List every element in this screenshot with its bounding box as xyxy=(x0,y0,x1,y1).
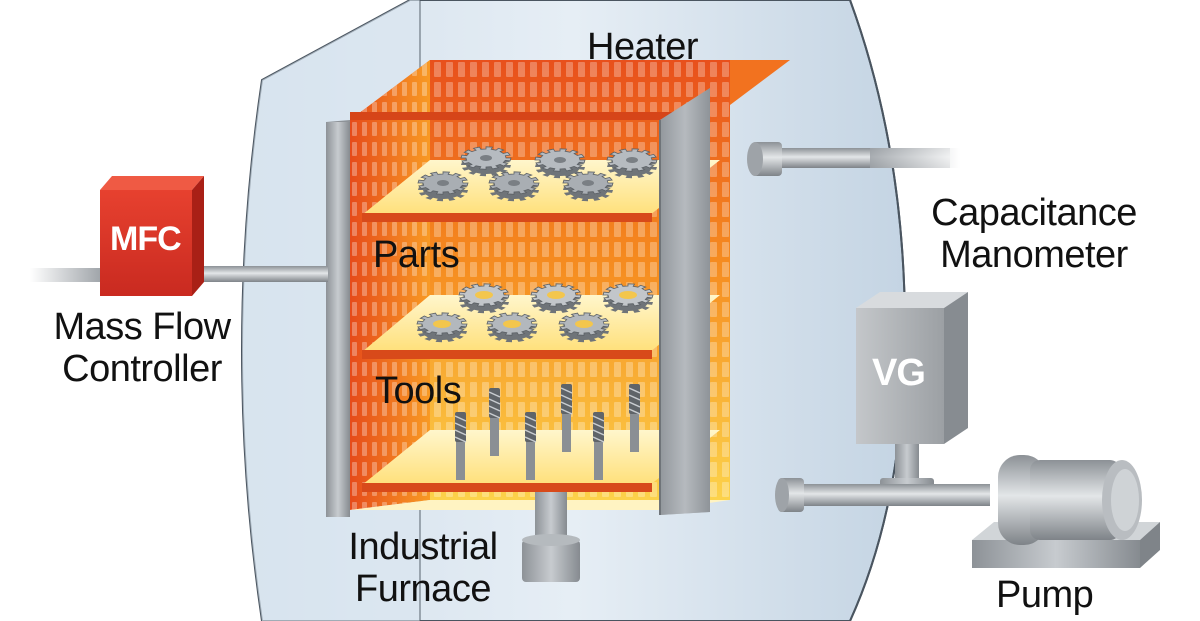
gear-hole xyxy=(547,291,565,299)
gear-hole xyxy=(626,157,638,163)
tool-flute-groove xyxy=(524,415,537,422)
tool-flute-groove xyxy=(592,436,605,443)
mfc-device xyxy=(100,176,204,296)
tool-bits xyxy=(454,384,641,480)
heater-label: Heater xyxy=(587,26,699,68)
tool-flute-groove xyxy=(488,412,501,419)
gear-hole xyxy=(575,320,593,328)
tool-shank xyxy=(594,440,603,480)
vacuum-gauge-device xyxy=(856,292,968,492)
capacitance-manometer-label-line1: Capacitance xyxy=(931,192,1137,234)
mass-flow-controller-label: Mass Flow Controller xyxy=(36,306,248,390)
gear-hole xyxy=(508,180,520,186)
gear-hole xyxy=(503,320,521,328)
tool-flute-groove xyxy=(454,436,467,443)
tool-flute-groove xyxy=(628,387,641,394)
tool-shank xyxy=(526,440,535,480)
tool-flute-groove xyxy=(560,401,573,408)
tool-flute-groove xyxy=(592,422,605,429)
industrial-furnace-label-line1: Industrial xyxy=(348,526,498,568)
tool-shank xyxy=(490,416,499,456)
tool-flute-groove xyxy=(488,391,501,398)
furnace-frame-right xyxy=(659,88,710,515)
furnace-support xyxy=(522,492,580,582)
tool-flute-groove xyxy=(454,429,467,436)
gear-hole xyxy=(554,157,566,163)
gear-parts xyxy=(416,146,658,343)
parts-label: Parts xyxy=(373,234,460,276)
tool-flute-groove xyxy=(560,387,573,394)
tool-flute-groove xyxy=(524,436,537,443)
mfc-label: MFC xyxy=(110,220,182,258)
industrial-furnace-label-line2: Furnace xyxy=(355,568,491,610)
gas-pipe xyxy=(30,266,328,282)
pump-label: Pump xyxy=(996,574,1094,616)
tool-flute-groove xyxy=(628,394,641,401)
tool-flute-groove xyxy=(592,429,605,436)
vg-label: VG xyxy=(872,352,926,394)
tool-shank xyxy=(562,412,571,452)
tool-shank xyxy=(630,412,639,452)
tool-flute-groove xyxy=(592,415,605,422)
tool-flute-groove xyxy=(560,408,573,415)
gear-hole xyxy=(433,320,451,328)
tool-flute-groove xyxy=(524,422,537,429)
tool-flute-groove xyxy=(488,398,501,405)
pump-pipe xyxy=(775,478,990,512)
tool-flute-groove xyxy=(454,422,467,429)
capacitance-manometer-label-line2: Manometer xyxy=(940,234,1128,276)
tool-flute-groove xyxy=(628,408,641,415)
tools-label: Tools xyxy=(375,370,462,412)
mass-flow-controller-label-line2: Controller xyxy=(62,348,222,390)
capacitance-manometer-label: Capacitance Manometer xyxy=(888,192,1180,276)
gear-hole xyxy=(619,291,637,299)
tool-flute-groove xyxy=(560,394,573,401)
tool-flute-groove xyxy=(488,405,501,412)
tool-shank xyxy=(456,440,465,480)
mass-flow-controller-label-line1: Mass Flow xyxy=(53,306,231,348)
gear-hole xyxy=(480,155,492,161)
tool-flute-groove xyxy=(628,401,641,408)
pump-device xyxy=(972,455,1160,568)
tool-flute-groove xyxy=(454,415,467,422)
gear-hole xyxy=(582,180,594,186)
furnace-frame-left xyxy=(326,120,350,517)
manometer-pipe xyxy=(747,142,960,176)
industrial-furnace-label: Industrial Furnace xyxy=(338,526,508,610)
tool-flute-groove xyxy=(524,429,537,436)
gear-hole xyxy=(475,291,493,299)
heater-element xyxy=(350,112,710,120)
gear-hole xyxy=(437,180,449,186)
